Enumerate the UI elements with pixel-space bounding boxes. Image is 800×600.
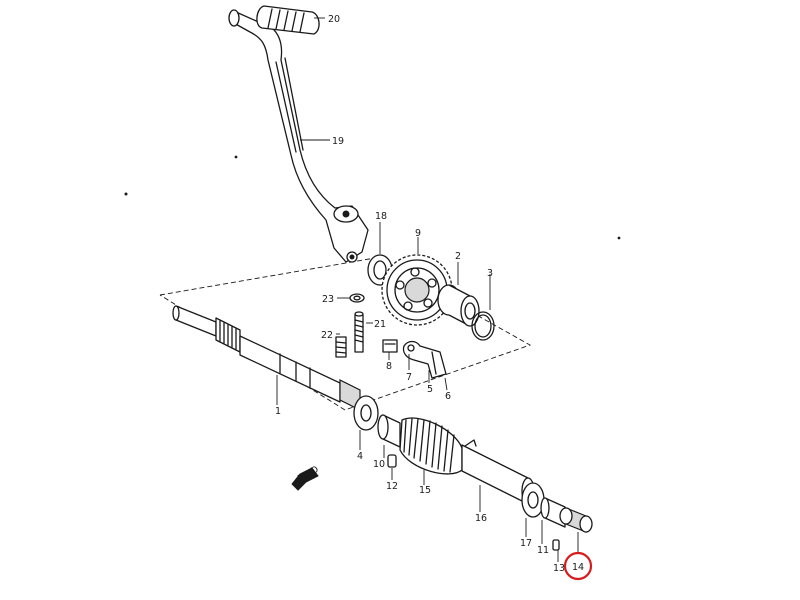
label-part-6[interactable]: 6 [445, 391, 451, 402]
label-part-19[interactable]: 19 [332, 136, 344, 147]
leader-lines [276, 17, 579, 562]
label-part-7[interactable]: 7 [406, 372, 412, 383]
label-part-12[interactable]: 12 [386, 481, 398, 492]
label-part-16[interactable]: 16 [475, 513, 487, 524]
label-part-22[interactable]: 22 [321, 330, 333, 341]
label-part-20[interactable]: 20 [328, 14, 340, 25]
kick-pedal-rubber [228, 5, 320, 35]
label-part-10[interactable]: 10 [373, 459, 385, 470]
part-labels: 20 19 18 9 2 3 23 22 21 8 7 5 6 1 4 10 1… [275, 14, 584, 574]
label-part-18[interactable]: 18 [375, 211, 387, 222]
label-part-9[interactable]: 9 [415, 228, 421, 239]
kick-lever [231, 11, 369, 263]
kick-shaft [172, 305, 361, 411]
label-part-23[interactable]: 23 [322, 294, 334, 305]
label-part-13[interactable]: 13 [553, 563, 565, 574]
gear-assembly [367, 254, 495, 341]
label-part-4[interactable]: 4 [357, 451, 363, 462]
label-part-8[interactable]: 8 [386, 361, 392, 372]
label-part-21[interactable]: 21 [374, 319, 386, 330]
label-part-11[interactable]: 11 [537, 545, 549, 556]
label-part-15[interactable]: 15 [419, 485, 431, 496]
label-part-5[interactable]: 5 [427, 384, 433, 395]
label-part-2[interactable]: 2 [455, 251, 461, 262]
fwd-direction-arrow: FWD [291, 464, 321, 491]
shaft-end-parts [461, 444, 593, 551]
small-hardware [335, 293, 447, 379]
label-part-17[interactable]: 17 [520, 538, 532, 549]
fwd-arrow-text: FWD [296, 464, 321, 485]
label-part-1[interactable]: 1 [275, 406, 281, 417]
label-part-14[interactable]: 14 [572, 562, 584, 573]
label-part-3[interactable]: 3 [487, 268, 493, 279]
highlight-circle-part-14 [563, 551, 593, 581]
